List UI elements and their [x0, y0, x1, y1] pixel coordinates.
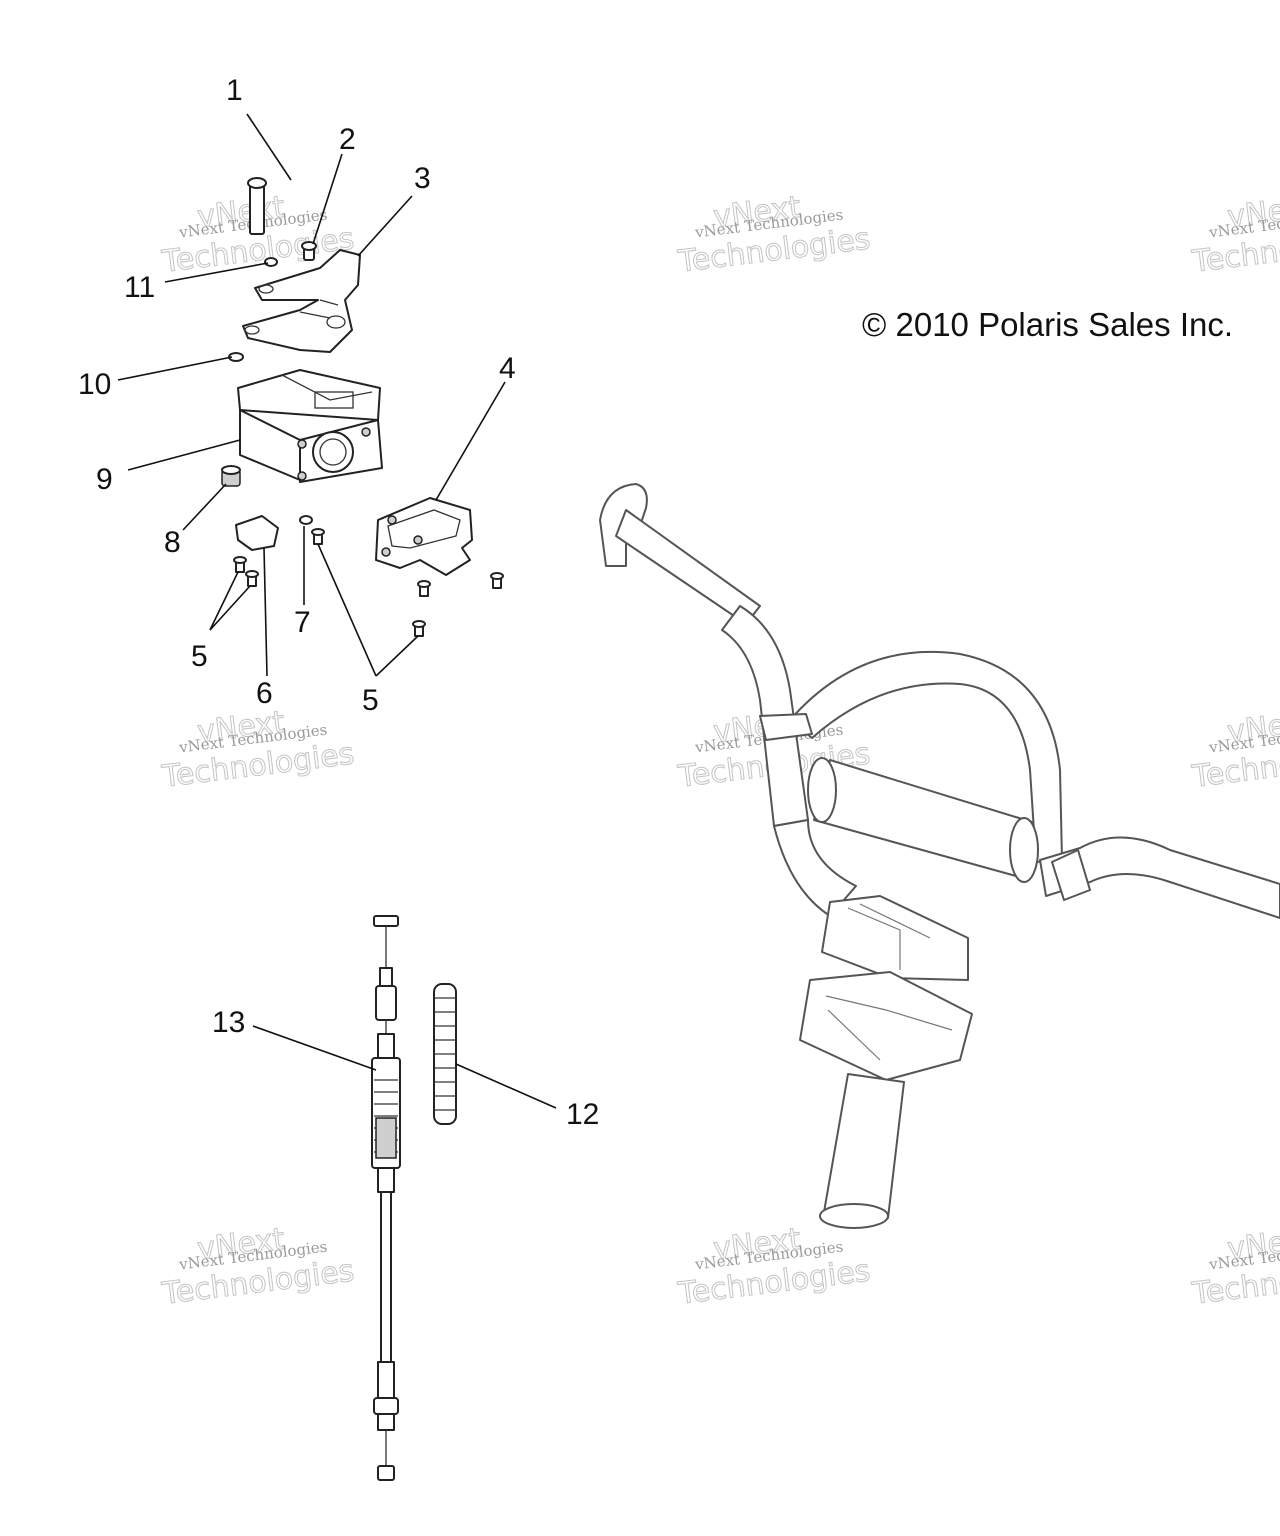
leader-lines: [117, 113, 557, 1109]
watermark: vNext vNext Technologies Technologies: [1189, 704, 1280, 795]
callout-1: 1: [226, 74, 243, 107]
watermark: vNext vNext Technologies Technologies: [675, 1221, 873, 1312]
watermark: vNext vNext Technologies Technologies: [675, 189, 873, 280]
part-6-cover-plate: [235, 515, 279, 551]
part-13-throttle-cable: [371, 915, 401, 1481]
callout-9: 9: [96, 463, 113, 496]
part-9-throttle-housing: [237, 369, 383, 483]
callout-8: 8: [164, 526, 181, 559]
part-7-o-ring: [299, 515, 313, 525]
callout-12: 12: [566, 1098, 599, 1131]
callout-11: 11: [124, 271, 155, 304]
watermark: vNext vNext Technologies Technologies: [1189, 1221, 1280, 1312]
callout-3: 3: [414, 162, 431, 195]
part-8-nut: [221, 465, 241, 487]
callout-5-right: 5: [362, 684, 379, 717]
watermark: vNext vNext Technologies Technologies: [1189, 189, 1280, 280]
handlebar-assembly: [599, 483, 1280, 1229]
part-12-sleeve: [433, 983, 457, 1125]
callout-6: 6: [256, 677, 273, 710]
copyright-notice: © 2010 Polaris Sales Inc.: [862, 306, 1233, 343]
part-4-throttle-cover: [375, 497, 473, 576]
callout-7: 7: [294, 606, 311, 639]
callout-10: 10: [78, 368, 111, 401]
part-2-screw: [301, 241, 317, 261]
callout-13: 13: [212, 1006, 245, 1039]
part-1-pin: [247, 177, 267, 235]
part-3-lever-bracket: [242, 249, 361, 353]
part-11-washer: [264, 257, 278, 267]
callout-5-left: 5: [191, 640, 208, 673]
callouts: 1 2 3 4 5 5 6 7 8 9 10 11 12 13: [78, 74, 599, 1131]
callout-4: 4: [499, 352, 516, 385]
watermark: vNext vNext Technologies Technologies: [159, 704, 357, 795]
callout-2: 2: [339, 123, 356, 156]
watermark: vNext vNext Technologies Technologies: [159, 1221, 357, 1312]
part-5-screws: [233, 528, 504, 637]
